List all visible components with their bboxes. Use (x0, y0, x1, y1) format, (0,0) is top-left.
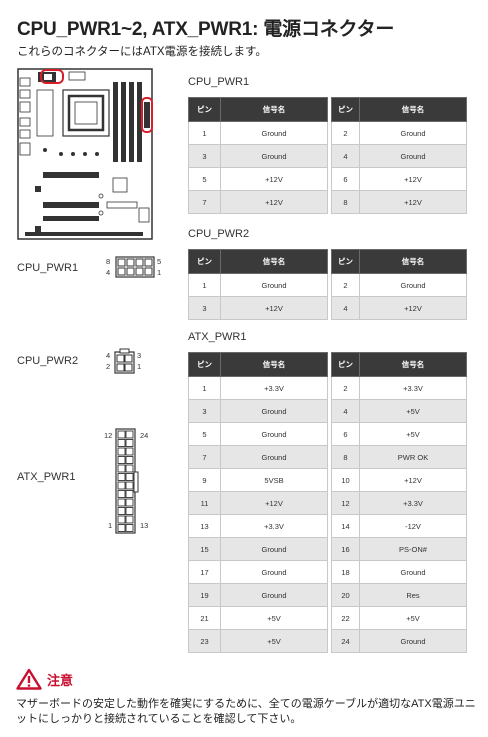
col-header-pin: ピン (331, 249, 360, 274)
col-header-signal: 信号名 (220, 97, 328, 122)
cpu-pwr2-connector-graphic (114, 348, 135, 374)
atx-pwr1-table-label: ATX_PWR1 (188, 331, 247, 343)
connector-label-atx-pwr1: ATX_PWR1 (17, 471, 76, 483)
caution-body: マザーボードの安定した動作を確実にするために、全ての電源ケーブルが適切なATX電… (16, 698, 476, 725)
col-header-pin: ピン (188, 352, 221, 377)
atx-pwr1-connector-graphic (115, 428, 139, 534)
cpu-pwr2-pin-3: 3 (137, 351, 142, 360)
connector-label-cpu-pwr2: CPU_PWR2 (17, 355, 79, 367)
connector-label-cpu-pwr1: CPU_PWR1 (17, 262, 79, 274)
col-header-signal: 信号名 (359, 97, 467, 122)
col-header-signal: 信号名 (220, 249, 328, 274)
col-header-pin: ピン (188, 97, 221, 122)
page-title: CPU_PWR1~2, ATX_PWR1: 電源コネクター (17, 19, 395, 40)
cpu-pwr1-table-label: CPU_PWR1 (188, 76, 250, 88)
col-header-pin: ピン (331, 97, 360, 122)
col-header-pin: ピン (331, 352, 360, 377)
caution-heading: 注意 (16, 668, 73, 690)
cpu-pwr1-connector-graphic (115, 256, 155, 278)
cpu-pwr2-pin-4: 4 (106, 351, 111, 360)
cpu-pwr2-table-label: CPU_PWR2 (188, 228, 250, 240)
cpu-pwr2-pin-1: 1 (137, 362, 142, 371)
atx-pwr1-pin-24: 24 (140, 431, 149, 440)
atx-pwr1-pin-1: 1 (108, 521, 113, 530)
col-header-signal: 信号名 (220, 352, 328, 377)
col-header-signal: 信号名 (359, 352, 467, 377)
cpu-pwr1-pin-5: 5 (157, 257, 162, 266)
warning-triangle-icon (16, 668, 42, 690)
atx-pwr1-pin-13: 13 (140, 521, 149, 530)
cpu-pwr1-pin-1: 1 (157, 268, 162, 277)
cpu-pwr2-pin-2: 2 (106, 362, 111, 371)
cpu-pwr1-pin-8: 8 (106, 257, 111, 266)
motherboard-diagram (17, 68, 153, 240)
atx-pwr1-pin-12: 12 (104, 431, 113, 440)
col-header-signal: 信号名 (359, 249, 467, 274)
caution-title: 注意 (47, 672, 74, 688)
page-subtitle: これらのコネクターにはATX電源を接続します。 (17, 46, 267, 58)
col-header-pin: ピン (188, 249, 221, 274)
cpu-pwr1-pin-4: 4 (106, 268, 111, 277)
